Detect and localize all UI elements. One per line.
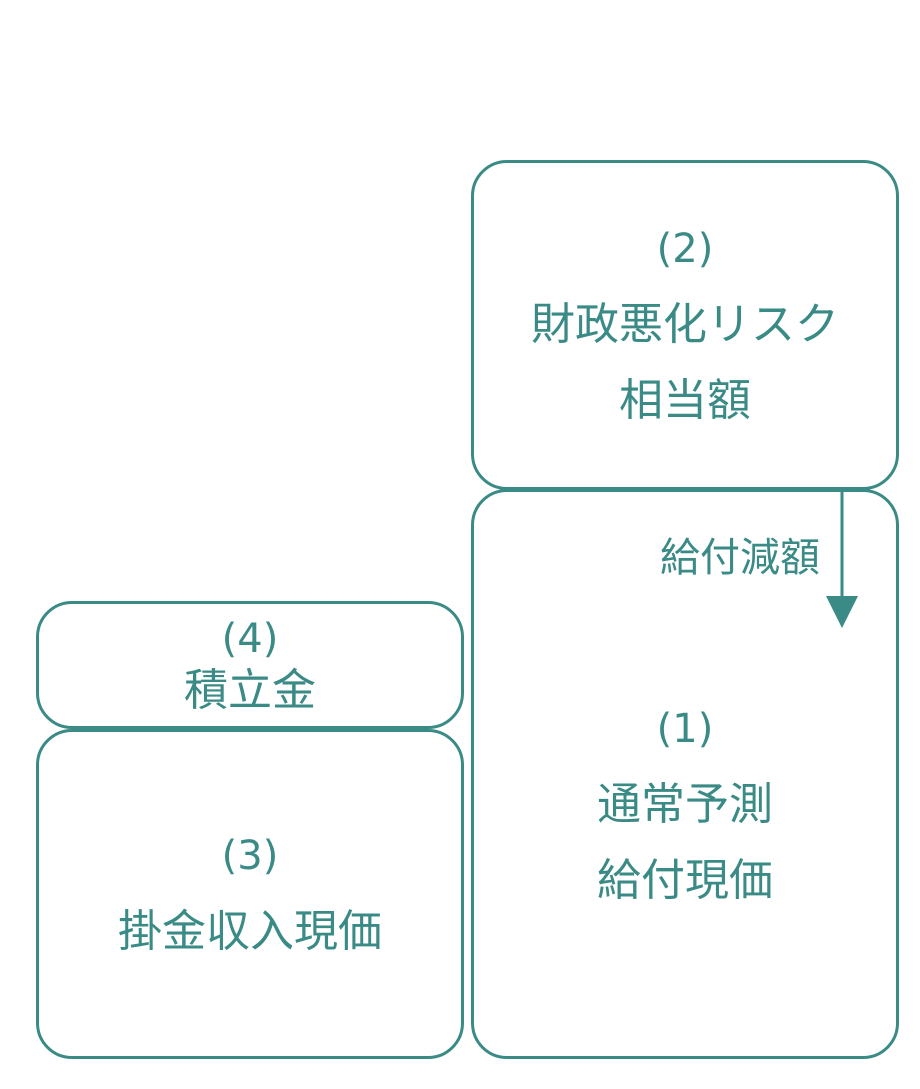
box1-label-line2: 給付現価 [597,855,773,906]
contribution-income-pv-box: (3) 掛金収入現価 [36,729,464,1059]
arrow-head-icon [826,596,858,628]
benefit-reduction-label: 給付減額 [660,535,820,581]
normal-expected-benefit-pv-box: (1) 通常予測 給付現価 [471,489,899,1059]
financial-deterioration-risk-box: (2) 財政悪化リスク 相当額 [471,160,899,490]
box2-number: (2) [656,226,714,272]
box1-number: (1) [656,706,714,752]
box4-label: 積立金 [184,665,316,716]
box4-number: (4) [221,616,279,662]
box3-label: 掛金収入現価 [118,906,382,957]
box3-number: (3) [221,833,279,879]
box2-label-line2: 相当額 [619,375,751,426]
reserve-fund-box: (4) 積立金 [36,601,464,729]
box2-label-line1: 財政悪化リスク [531,299,839,350]
box1-label-line1: 通常予測 [597,779,773,830]
